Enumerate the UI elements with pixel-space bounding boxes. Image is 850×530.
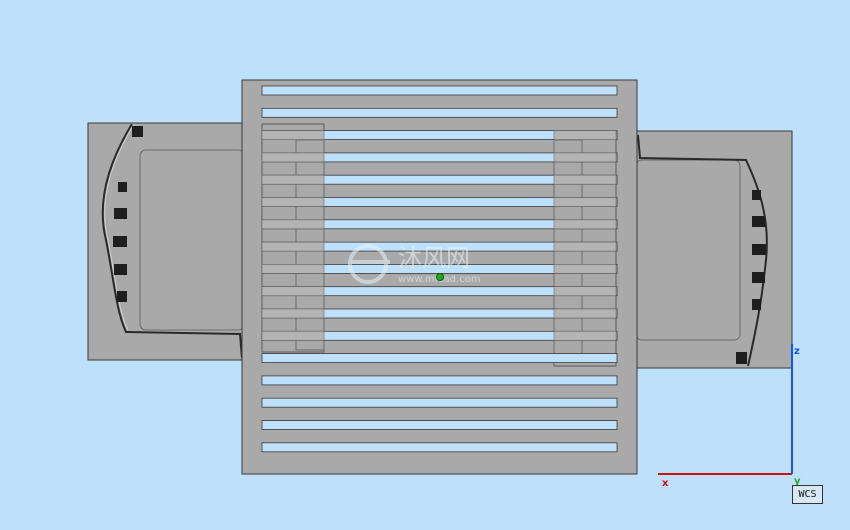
grille-slot — [261, 420, 618, 430]
column-slot-segment — [553, 264, 617, 274]
grille-slot — [261, 442, 618, 453]
column-slot-segment — [553, 308, 617, 319]
wcs-indicator[interactable]: WCS — [792, 485, 823, 504]
left-marker-5 — [117, 291, 127, 302]
grille-slot — [261, 107, 618, 118]
right-marker-1 — [752, 216, 765, 227]
grille-slot — [261, 353, 618, 364]
grille-slot — [261, 375, 618, 386]
column-slot-segment — [261, 330, 325, 341]
x-axis-label: x — [662, 478, 669, 489]
column-slot-segment — [261, 197, 325, 207]
column-slot-segment — [553, 219, 617, 230]
left-marker-0 — [132, 126, 143, 137]
coordinate-triad: x y z — [658, 344, 801, 489]
column-slot-segment — [553, 286, 617, 297]
grille-slot — [261, 397, 618, 408]
y-axis-label: y — [794, 476, 801, 487]
left-marker-3 — [113, 236, 127, 247]
column-slot-segment — [261, 286, 325, 297]
right-marker-0 — [752, 190, 761, 200]
column-slot-segment — [553, 197, 617, 207]
right-marker-4 — [752, 299, 761, 310]
column-slot-segment — [553, 152, 617, 163]
column-slot-segment — [553, 174, 617, 185]
column-slot-segment — [261, 308, 325, 319]
z-axis-label: z — [794, 346, 800, 357]
column-slot-segment — [553, 241, 617, 252]
pivot-marker[interactable] — [436, 273, 444, 281]
column-slot-segment — [553, 130, 617, 140]
right-marker-5 — [736, 352, 747, 364]
left-end-block[interactable] — [87, 122, 245, 361]
column-slot-segment — [261, 174, 325, 185]
left-marker-4 — [114, 264, 127, 275]
column-slot-segment — [261, 219, 325, 230]
right-marker-3 — [752, 272, 765, 283]
left-marker-1 — [118, 182, 127, 192]
column-slot-segment — [261, 130, 325, 140]
column-slot-segment — [261, 241, 325, 252]
watermark-title: 沐风网 — [398, 244, 470, 272]
column-slot-segment — [553, 330, 617, 341]
right-marker-2 — [752, 244, 766, 255]
column-slot-segment — [261, 264, 325, 274]
right-end-block[interactable] — [635, 130, 793, 369]
grille-slot — [261, 85, 618, 96]
column-slot-segment — [261, 152, 325, 163]
left-marker-2 — [114, 208, 127, 219]
